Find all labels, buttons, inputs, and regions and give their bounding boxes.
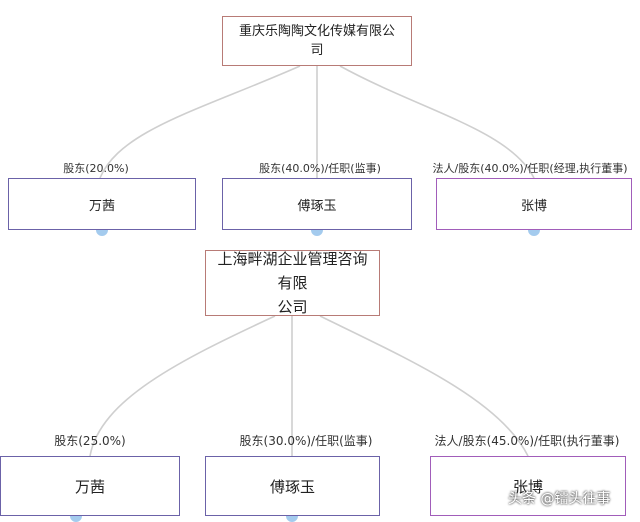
person-node-wanqian[interactable]: 万茜 [0,456,180,516]
person-node-zhangbo[interactable]: 张博 [430,456,626,516]
edge-label: 股东(20.0%) [63,162,129,175]
person-name: 张博 [512,477,543,496]
person-name: 傅琢玉 [297,198,337,214]
edge-label: 股东(25.0%) [54,434,126,448]
company-name-line1: 上海畔湖企业管理咨询有限 [217,250,368,292]
edge-label: 股东(30.0%)/任职(监事) [239,434,373,448]
expand-dot-icon [286,516,298,522]
expand-dot-icon [311,230,323,236]
link-top-right [339,65,535,179]
company-name-line2: 司 [310,43,324,58]
edge-label: 股东(40.0%)/任职(监事) [259,162,381,175]
company-node-shanghai[interactable]: 上海畔湖企业管理咨询有限 公司 [205,250,380,316]
link-bottom-right [319,315,529,457]
person-node-wanqian[interactable]: 万茜 [8,178,196,230]
link-bottom-left [89,315,276,457]
edge-label: 法人/股东(40.0%)/任职(经理,执行董事) [432,162,628,175]
expand-dot-icon [528,230,540,236]
company-name-line1: 重庆乐陶陶文化传媒有限公 [238,24,395,39]
person-node-zhangbo[interactable]: 张博 [436,178,632,230]
company-name-line2: 公司 [277,298,308,316]
link-top-left [99,65,301,179]
person-name: 万茜 [74,477,105,496]
expand-dot-icon [70,516,82,522]
company-node-chongqing[interactable]: 重庆乐陶陶文化传媒有限公 司 [222,16,412,66]
edge-label: 法人/股东(45.0%)/任职(执行董事) [434,434,620,448]
watermark: 头条 @镭头往事 [508,491,611,507]
person-name: 傅琢玉 [269,477,315,496]
person-node-fuzhuoyu[interactable]: 傅琢玉 [205,456,380,516]
person-name: 万茜 [88,198,115,214]
expand-dot-icon [96,230,108,236]
person-node-fuzhuoyu[interactable]: 傅琢玉 [222,178,412,230]
person-name: 张博 [520,198,547,214]
